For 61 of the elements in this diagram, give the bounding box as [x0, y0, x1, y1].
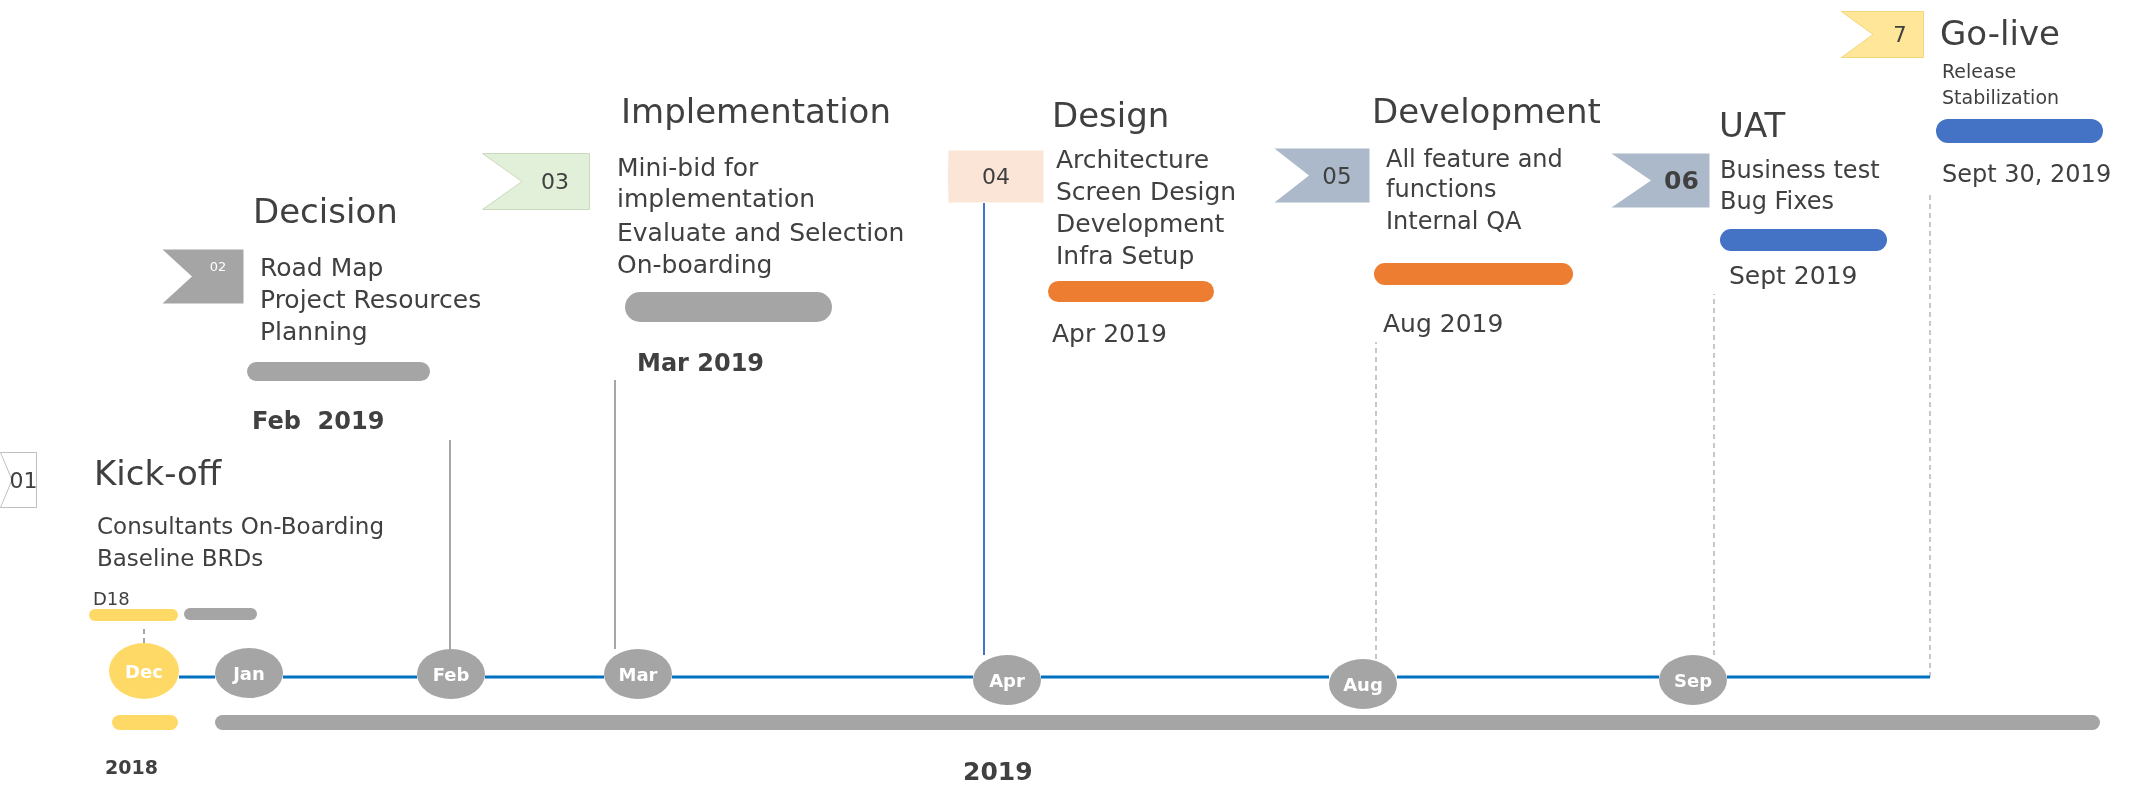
year-label: 2018 [105, 756, 158, 780]
month-circle: Mar [604, 649, 672, 699]
timeline-axis [179, 675, 215, 679]
date-label: Sept 2019 [1729, 260, 1858, 292]
step-detail: Infra Setup [1056, 240, 1195, 272]
year-label: 2019 [963, 756, 1033, 787]
month-circle: Dec [109, 643, 179, 699]
step-heading: Design [1052, 94, 1170, 137]
timeline-axis [1041, 675, 1329, 679]
step-detail: Architecture [1056, 144, 1210, 176]
date-label: Sept 30, 2019 [1942, 159, 2112, 189]
step-detail: Mini-bid for implementation [617, 152, 817, 215]
month-circle: Jan [215, 648, 283, 698]
month-circle: Sep [1659, 655, 1727, 705]
step-detail: Development [1056, 208, 1225, 240]
timeline-stem [1375, 341, 1377, 660]
step-flag: 06 [1611, 153, 1710, 208]
step-detail: Internal QA [1386, 206, 1522, 236]
month-circle: Feb [417, 649, 485, 699]
step-detail: Road Map [260, 252, 384, 284]
timeline-axis [1397, 675, 1659, 679]
step-flag: 02 [162, 249, 244, 304]
step-detail: Evaluate and Selection [617, 217, 905, 249]
step-detail: Business test [1720, 155, 1880, 185]
timeline-stem [614, 379, 616, 650]
timeline-stem [143, 626, 145, 644]
date-label: Apr 2019 [1052, 318, 1167, 350]
step-detail: Stabilization [1942, 86, 2060, 110]
step-heading: Decision [253, 190, 398, 233]
step-flag: 05 [1274, 148, 1370, 203]
step-flag: 03 [482, 153, 590, 210]
step-heading: Implementation [621, 90, 891, 133]
timeline-axis [283, 675, 417, 679]
timeline-axis [1727, 675, 1930, 679]
step-detail: Consultants On-Boarding [97, 512, 384, 541]
date-label: Aug 2019 [1383, 308, 1504, 340]
timeline-stem [449, 439, 451, 650]
step-detail: Release [1942, 60, 2017, 84]
timeline-stem [1713, 293, 1715, 656]
step-detail: All feature and functions [1386, 144, 1564, 204]
month-circle: Aug [1329, 659, 1397, 709]
step-heading: UAT [1719, 104, 1786, 147]
step-detail: On-boarding [617, 249, 773, 281]
step-detail: Planning [260, 316, 368, 348]
month-circle: Apr [973, 655, 1041, 705]
step-heading: Kick-off [94, 452, 222, 495]
step-flag: 01 [0, 452, 37, 508]
date-label: Feb 2019 [252, 406, 385, 436]
date-label: Mar 2019 [637, 348, 765, 378]
step-detail: Baseline BRDs [97, 544, 264, 573]
step-heading: Development [1372, 90, 1601, 133]
step-detail: Bug Fixes [1720, 186, 1834, 216]
timeline-stem [983, 202, 985, 656]
milestone-code: D18 [93, 588, 130, 611]
timeline-axis [672, 675, 973, 679]
step-detail: Screen Design [1056, 176, 1237, 208]
step-flag: 04 [948, 150, 1044, 203]
step-detail: Project Resources [260, 284, 482, 316]
timeline-axis [485, 675, 604, 679]
step-heading: Go-live [1940, 12, 2060, 55]
step-flag: 7 [1841, 11, 1924, 58]
